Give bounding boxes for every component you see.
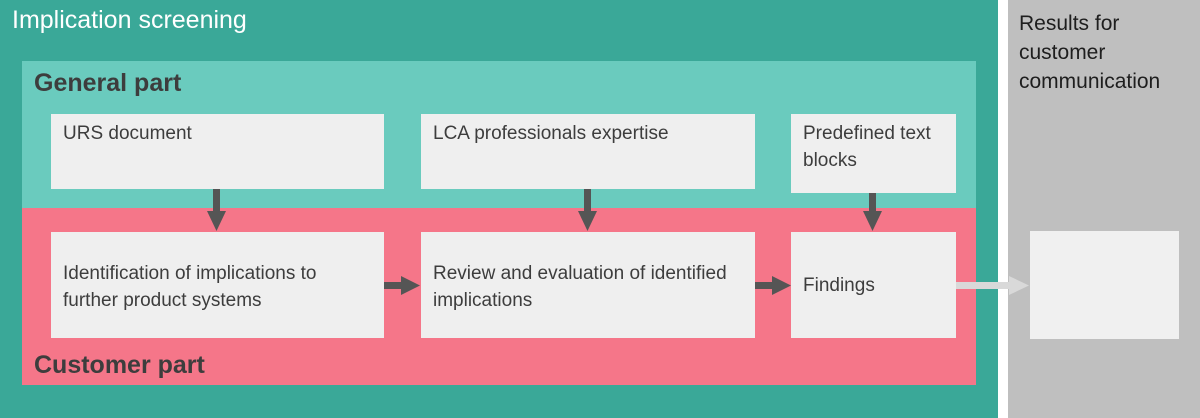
customer-part-title: Customer part bbox=[34, 351, 205, 379]
arrow-findings-to-results bbox=[956, 276, 1029, 295]
result-output-box bbox=[1030, 231, 1179, 339]
arrow-predefined-to-findings bbox=[863, 193, 882, 231]
review-evaluation-box: Review and evaluation of identified impl… bbox=[421, 232, 755, 338]
arrow-review-to-findings bbox=[755, 276, 791, 295]
results-panel bbox=[1008, 0, 1200, 418]
findings-box: Findings bbox=[791, 232, 956, 338]
results-title: Results for customer communication bbox=[1019, 12, 1161, 93]
arrow-lca-to-review bbox=[578, 189, 597, 231]
lca-expertise-box: LCA professionals expertise bbox=[421, 114, 755, 189]
implication-screening-title: Implication screening bbox=[12, 6, 247, 34]
predefined-text-blocks-box: Predefined text blocks bbox=[791, 114, 956, 193]
identification-box: Identification of implications to furthe… bbox=[51, 232, 384, 338]
arrow-urs-to-identification bbox=[207, 189, 226, 231]
arrow-identification-to-review bbox=[384, 276, 420, 295]
urs-document-box: URS document bbox=[51, 114, 384, 189]
general-part-title: General part bbox=[34, 69, 182, 97]
